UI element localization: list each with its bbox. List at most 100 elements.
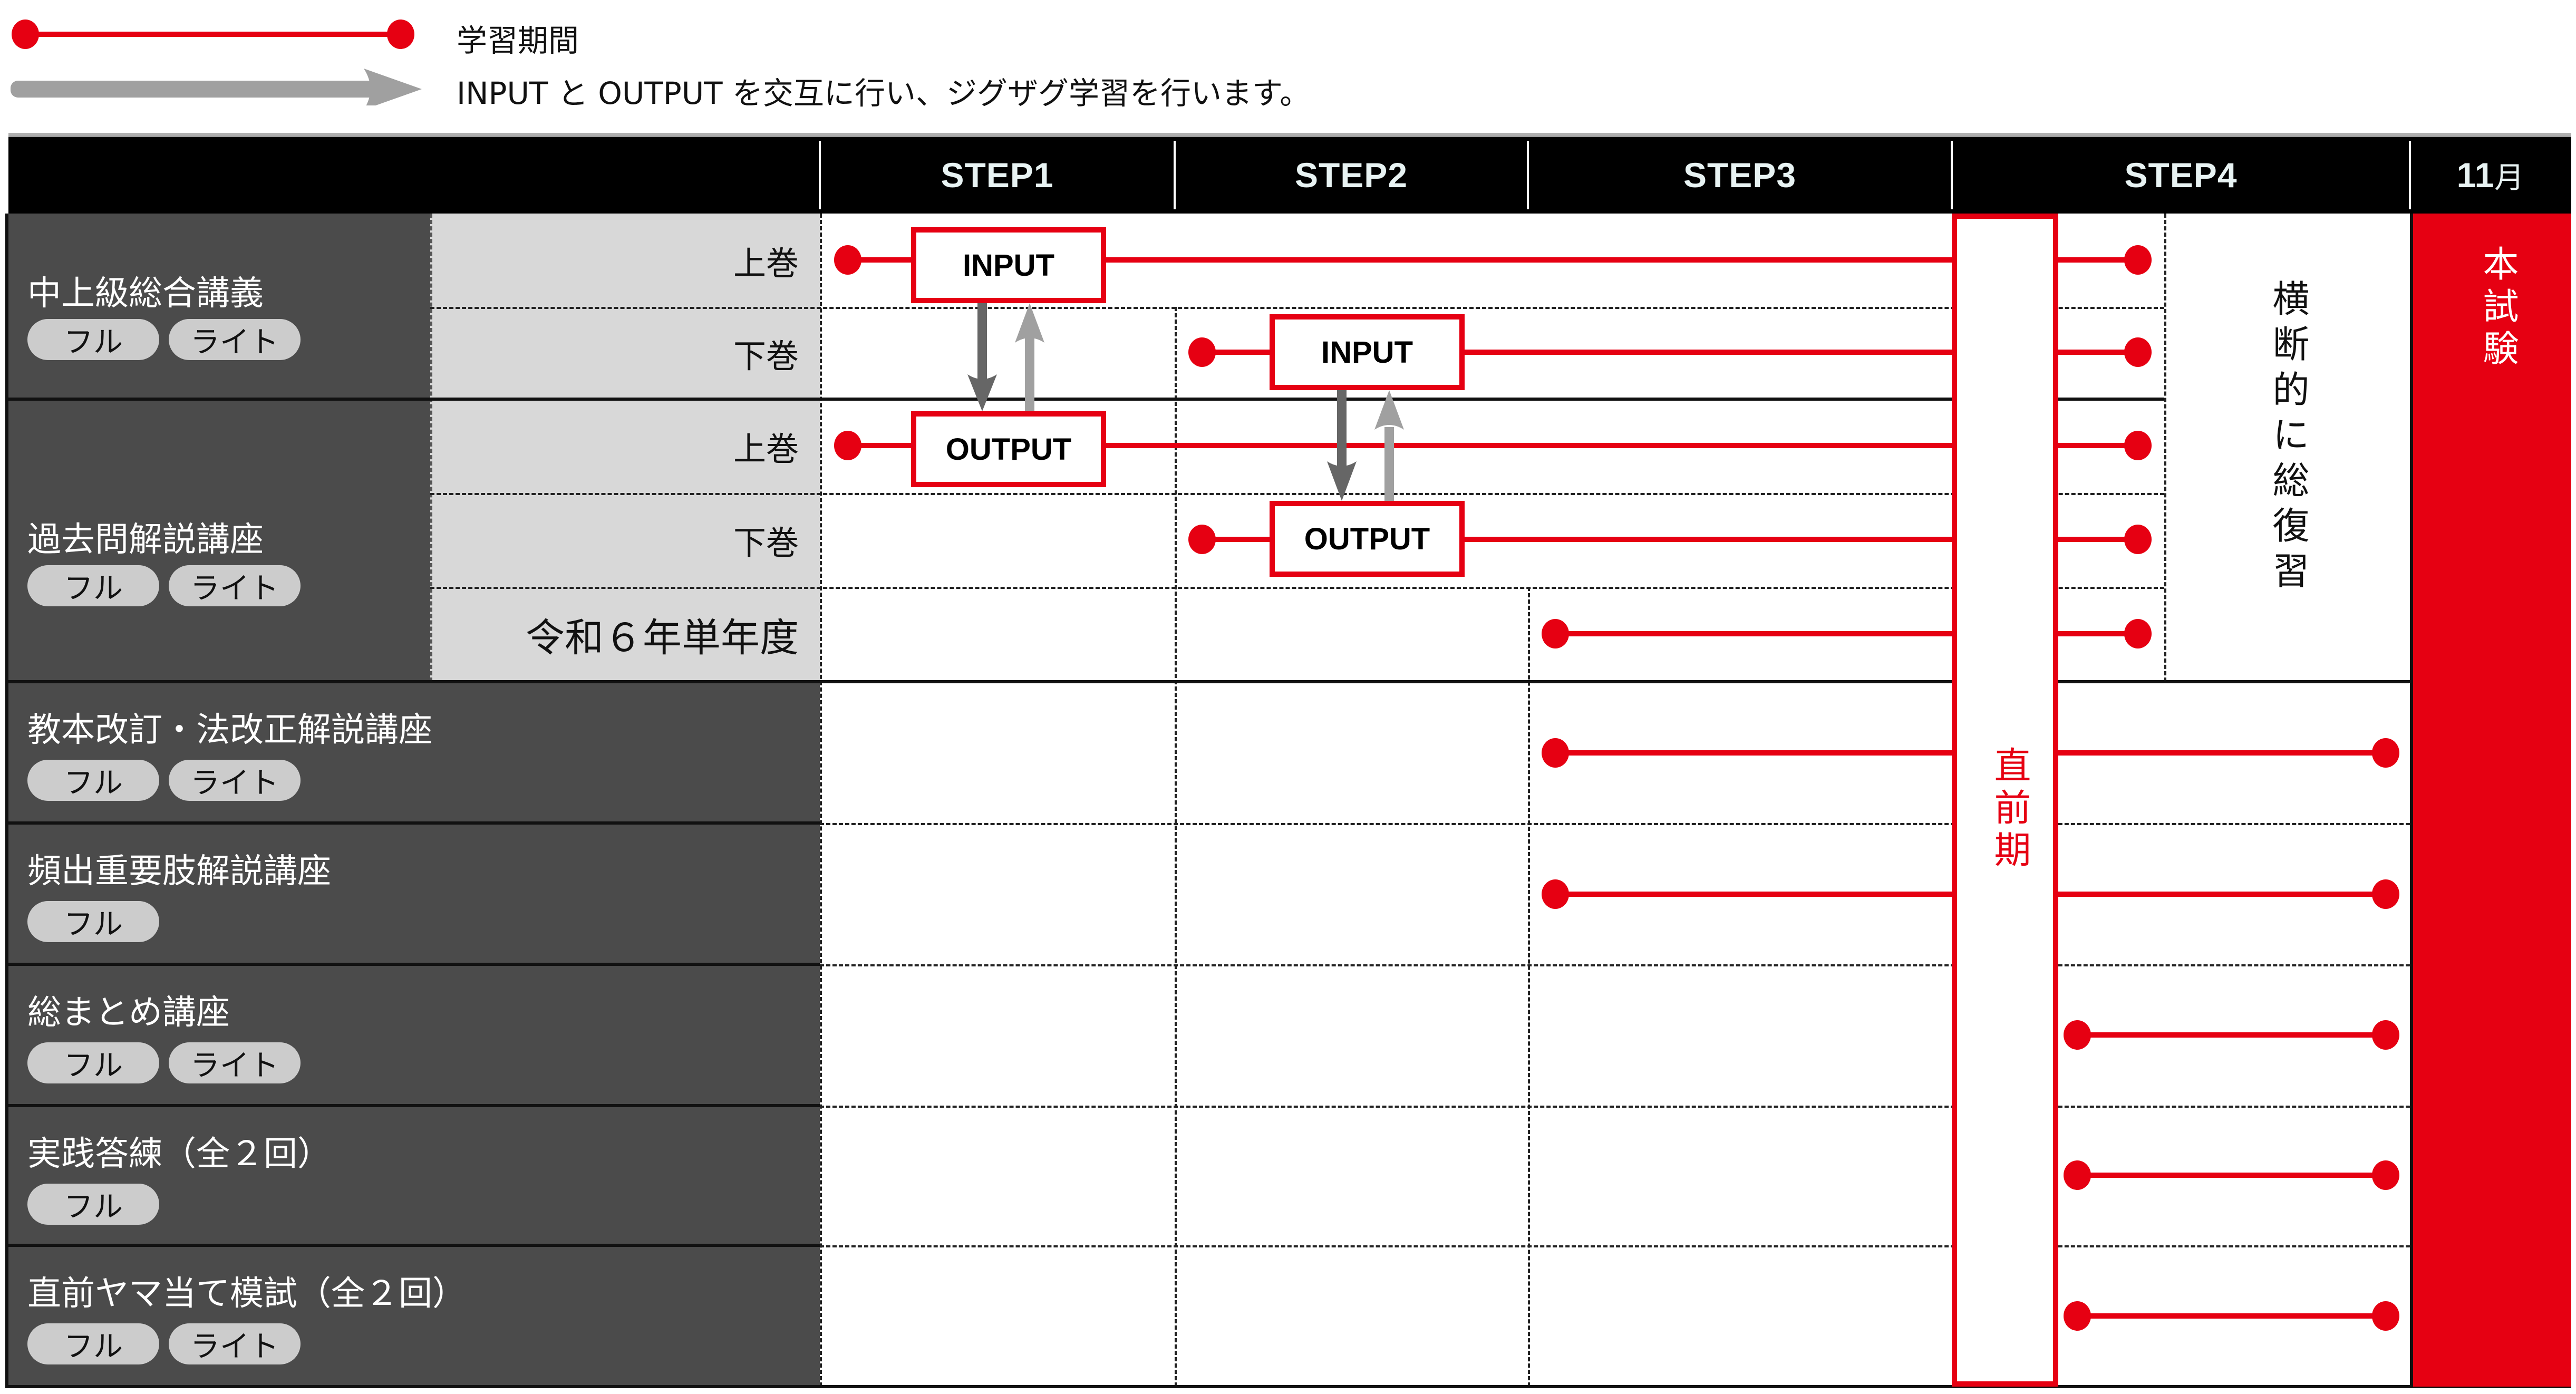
header-step2: STEP2 <box>1294 156 1408 195</box>
grid-line <box>2164 214 2166 682</box>
exam-label: 本試験 <box>2476 245 2518 372</box>
plan-badge-full[interactable]: フル <box>27 319 159 360</box>
plan-badge-lite[interactable]: ライト <box>169 1042 301 1083</box>
exam-column: 本試験 <box>2410 214 2571 1387</box>
course-name: 総まとめ講座 <box>27 993 230 1032</box>
grid-line <box>430 493 2164 495</box>
header-divider <box>1951 141 1953 209</box>
period-end-dot <box>2124 619 2152 648</box>
group-divider <box>8 1104 820 1107</box>
grid-line <box>820 214 822 1387</box>
grid-line <box>430 587 2164 589</box>
plan-badge-lite[interactable]: ライト <box>169 319 301 360</box>
group-divider <box>8 1244 820 1247</box>
period-end-dot <box>2124 245 2152 275</box>
period-end-dot <box>2372 1160 2399 1190</box>
arrow-up-icon <box>1015 303 1044 411</box>
volume-label: 下巻 <box>430 493 820 587</box>
pre-exam-label: 直前期 <box>1988 746 2031 873</box>
table-left-border <box>5 214 8 1388</box>
grid-line <box>820 964 2410 966</box>
month-number: 11 <box>2456 156 2495 195</box>
header-divider <box>2409 141 2411 209</box>
course-row: 中上級総合講義 フル ライト <box>8 214 430 399</box>
course-row: 直前ヤマ当て模試（全２回） フル ライト <box>8 1245 820 1387</box>
plan-badge-lite[interactable]: ライト <box>169 1323 301 1364</box>
plan-badge-full[interactable]: フル <box>27 1184 159 1225</box>
output-box: OUTPUT <box>911 411 1106 487</box>
plan-badge-lite[interactable]: ライト <box>169 565 301 606</box>
header-divider <box>1527 141 1529 209</box>
grid-line <box>430 214 432 682</box>
course-row: 過去問解説講座 フル ライト <box>8 399 430 682</box>
grid-line <box>820 823 2410 825</box>
grid-line <box>430 307 2164 309</box>
cross-review-label: 横断的に総復習 <box>2267 279 2310 597</box>
legend-period-text: 学習期間 <box>457 23 579 59</box>
period-start-dot <box>2064 1020 2091 1050</box>
period-start-dot <box>2064 1301 2091 1331</box>
course-row: 実践答練（全２回） フル <box>8 1106 820 1245</box>
period-start-dot <box>1542 738 1569 768</box>
volume-label: 下巻 <box>430 307 820 399</box>
course-name: 直前ヤマ当て模試（全２回） <box>27 1274 466 1313</box>
pre-exam-column: 直前期 <box>1952 214 2058 1387</box>
grid-line <box>820 1245 2410 1247</box>
course-name: 中上級総合講義 <box>27 274 264 313</box>
period-end-dot <box>2372 738 2399 768</box>
period-end-dot <box>2124 525 2152 554</box>
period-start-dot <box>1188 525 1216 554</box>
course-name: 過去問解説講座 <box>27 520 264 559</box>
period-end-dot <box>2372 1020 2399 1050</box>
plan-badge-full[interactable]: フル <box>27 1323 159 1364</box>
header-step3: STEP3 <box>1683 156 1797 195</box>
period-end-dot <box>2124 337 2152 367</box>
group-divider <box>8 680 2410 683</box>
group-divider <box>8 821 820 825</box>
period-end-dot <box>2372 1301 2399 1331</box>
course-name: 実践答練（全２回） <box>27 1135 331 1174</box>
header-top-rule <box>8 133 2571 136</box>
plan-badge-full[interactable]: フル <box>27 1042 159 1083</box>
arrow-up-icon <box>1374 390 1404 501</box>
month-unit: 月 <box>2494 160 2525 194</box>
period-start-dot <box>1542 879 1569 909</box>
header-divider <box>819 141 821 209</box>
grid-line <box>820 1106 2410 1108</box>
period-end-dot <box>2372 879 2399 909</box>
group-divider <box>8 963 820 966</box>
period-end-dot <box>2124 431 2152 460</box>
plan-badge-full[interactable]: フル <box>27 901 159 942</box>
course-row: 頻出重要肢解説講座 フル <box>8 823 820 964</box>
grid-line <box>1175 307 1177 1387</box>
plan-badge-full[interactable]: フル <box>27 760 159 801</box>
legend-zigzag-text: INPUT と OUTPUT を交互に行い、ジグザグ学習を行います。 <box>457 75 1311 111</box>
grid-line <box>1528 587 1530 1387</box>
arrow-down-icon <box>1327 390 1357 501</box>
course-name: 頻出重要肢解説講座 <box>27 852 331 891</box>
period-start-dot <box>834 431 861 460</box>
output-box: OUTPUT <box>1270 501 1465 577</box>
arrow-down-icon <box>967 303 997 411</box>
header-step1: STEP1 <box>941 156 1054 195</box>
plan-badge-full[interactable]: フル <box>27 565 159 606</box>
period-legend-icon <box>11 20 422 105</box>
period-start-dot <box>1542 619 1569 648</box>
volume-label: 上巻 <box>430 214 820 307</box>
input-box: INPUT <box>1270 314 1465 390</box>
period-start-dot <box>2064 1160 2091 1190</box>
table-bottom-border <box>8 1385 2571 1388</box>
period-start-dot <box>834 245 861 275</box>
course-row: 教本改訂・法改正解説講座 フル ライト <box>8 682 820 823</box>
course-name: 教本改訂・法改正解説講座 <box>27 711 432 750</box>
header-step4: STEP4 <box>2124 156 2238 195</box>
volume-label: 上巻 <box>430 399 820 493</box>
period-start-dot <box>1188 337 1216 367</box>
input-box: INPUT <box>911 227 1106 303</box>
course-row: 総まとめ講座 フル ライト <box>8 964 820 1106</box>
plan-badge-lite[interactable]: ライト <box>169 760 301 801</box>
group-divider <box>8 398 2164 401</box>
volume-label: 令和６年単年度 <box>430 587 820 682</box>
